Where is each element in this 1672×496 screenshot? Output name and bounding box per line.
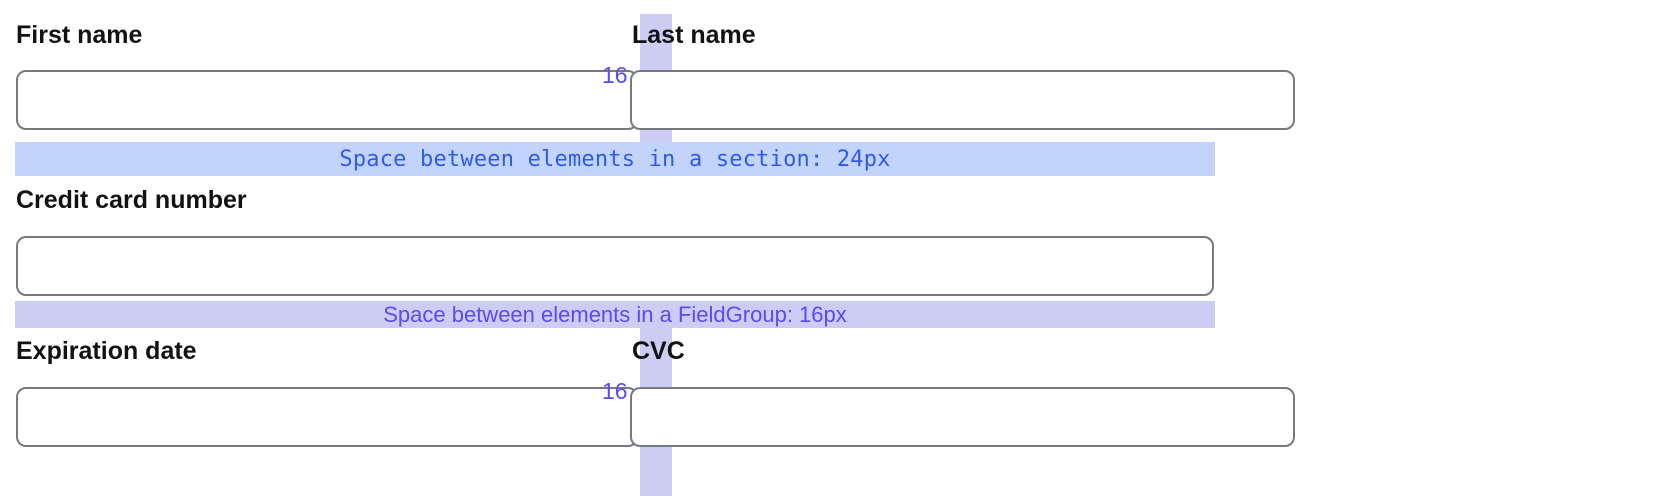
input-expiration-date[interactable] [16,387,638,447]
annotation-band-section-spacing: Space between elements in a section: 24p… [15,142,1215,176]
label-last-name: Last name [632,21,756,49]
label-cvc: CVC [632,337,685,365]
label-expiration-date: Expiration date [16,337,197,365]
label-first-name: First name [16,21,143,49]
input-last-name[interactable] [630,70,1295,130]
gap-value-card-row: 16 [602,378,628,404]
label-credit-card-number: Credit card number [16,186,247,214]
input-credit-card-number[interactable] [16,236,1214,296]
input-first-name[interactable] [16,70,638,130]
annotation-band-fieldgroup-spacing: Space between elements in a FieldGroup: … [15,301,1215,328]
gap-value-name-row: 16 [602,62,628,88]
input-cvc[interactable] [630,387,1295,447]
